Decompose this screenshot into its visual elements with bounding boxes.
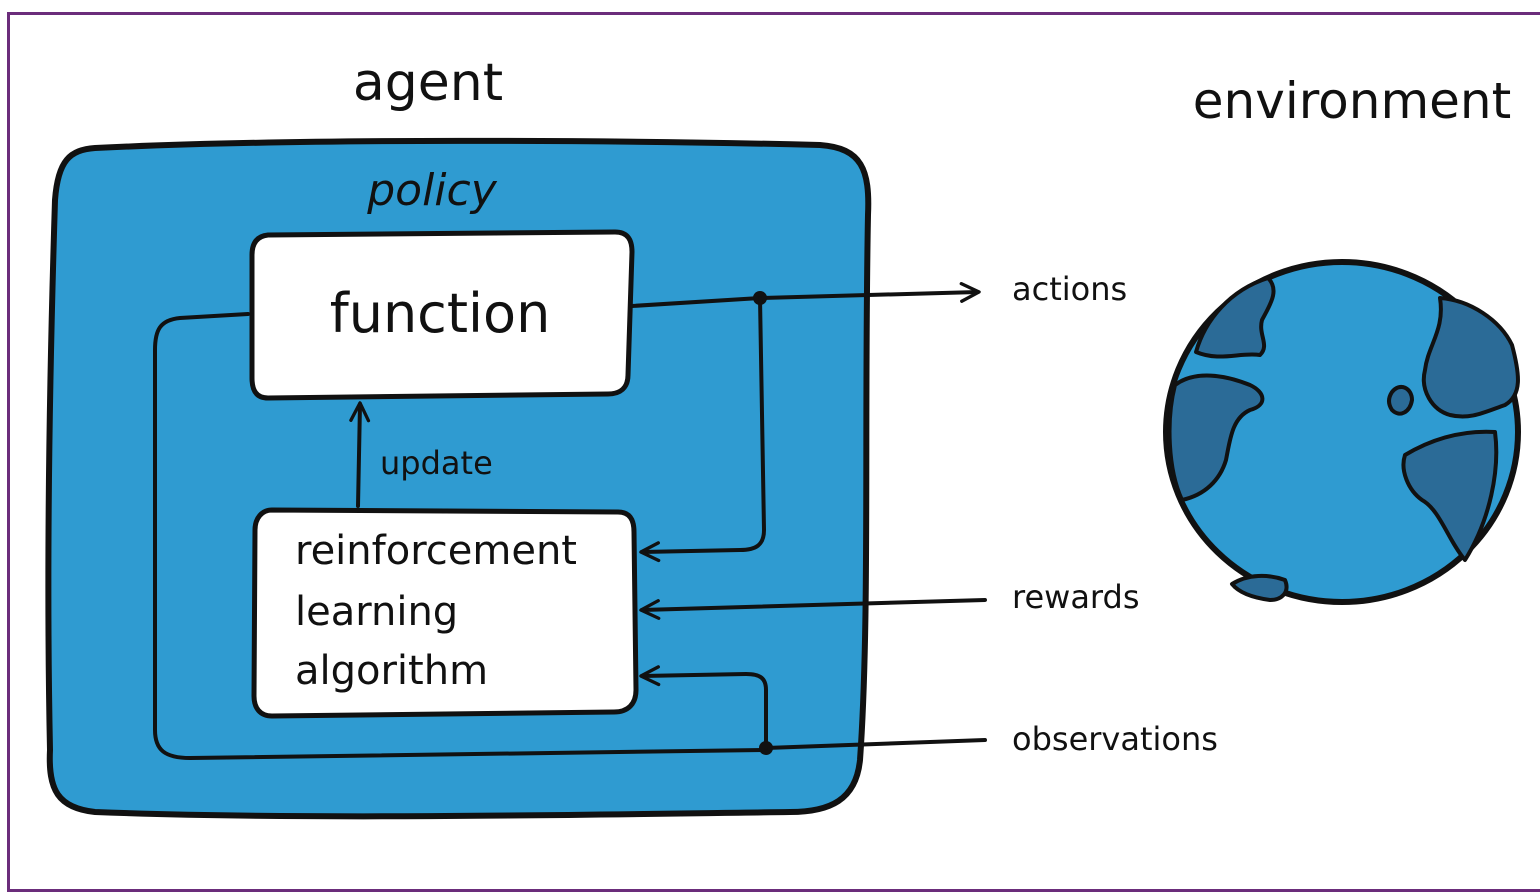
actions-feedback-arrow: [639, 296, 767, 563]
update-arrow: [349, 401, 371, 508]
update-label: update: [380, 444, 493, 482]
function-label: function: [330, 282, 551, 345]
rl-label-line1: reinforcement: [295, 528, 577, 574]
agent-label: agent: [353, 53, 503, 113]
rewards-arrow: [639, 598, 987, 620]
actions-label: actions: [1012, 270, 1127, 308]
observations-line: [764, 738, 987, 750]
policy-label: policy: [366, 165, 497, 216]
function-box: [249, 229, 635, 401]
rl-label-line3: algorithm: [295, 648, 488, 694]
environment-label: environment: [1193, 72, 1511, 130]
rewards-label: rewards: [1012, 578, 1140, 616]
rl-label-line2: learning: [295, 589, 458, 635]
observation-loop-line: [153, 312, 767, 761]
globe-icon: [1163, 259, 1521, 605]
observations-feedback-arrow: [639, 665, 768, 750]
observations-label: observations: [1012, 720, 1218, 758]
rl-algorithm-box: [251, 507, 639, 719]
